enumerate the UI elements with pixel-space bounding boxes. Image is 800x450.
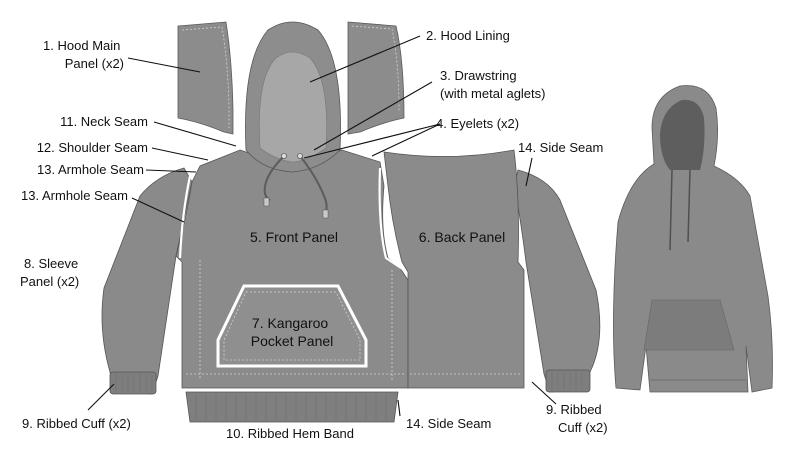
hood-main-panel-left bbox=[177, 21, 234, 135]
label-armhole-seam-2: 13. Armhole Seam bbox=[21, 188, 128, 203]
label-eyelets: 4. Eyelets (x2) bbox=[436, 116, 519, 131]
label-side-seam-bottom: 14. Side Seam bbox=[406, 416, 491, 431]
hood-main-panel-right bbox=[347, 21, 405, 135]
hood-lining bbox=[259, 51, 327, 163]
label-hood-main-panel: 1. Hood Main Panel (x2) bbox=[43, 38, 124, 71]
label-hood-lining: 2. Hood Lining bbox=[426, 28, 510, 43]
label-front-panel: 5. Front Panel bbox=[250, 229, 338, 245]
back-panel bbox=[383, 149, 525, 389]
label-armhole-seam-1: 13. Armhole Seam bbox=[37, 162, 144, 177]
ribbed-cuff-left bbox=[109, 371, 157, 395]
ribbed-hem-band bbox=[185, 391, 399, 423]
eyelet-left bbox=[281, 153, 287, 159]
label-neck-seam: 11. Neck Seam bbox=[60, 114, 148, 129]
label-back-panel: 6. Back Panel bbox=[419, 229, 505, 245]
label-sleeve-panel: 8. Sleeve Panel (x2) bbox=[20, 256, 82, 289]
label-shoulder-seam: 12. Shoulder Seam bbox=[37, 140, 148, 155]
drawstring bbox=[263, 155, 328, 213]
label-side-seam-top: 14. Side Seam bbox=[518, 140, 603, 155]
label-ribbed-hem-band: 10. Ribbed Hem Band bbox=[226, 426, 354, 441]
hoodie-photo bbox=[613, 85, 773, 393]
kangaroo-pocket-panel bbox=[216, 284, 368, 368]
ribbed-cuff-right bbox=[545, 369, 591, 393]
label-drawstring: 3. Drawstring (with metal aglets) bbox=[440, 68, 545, 101]
leader-lines bbox=[87, 35, 557, 417]
sleeve-panel-left bbox=[101, 167, 193, 395]
label-ribbed-cuff-right: 9. Ribbed Cuff (x2) bbox=[546, 402, 608, 435]
eyelet-right bbox=[297, 153, 303, 159]
label-kangaroo-pocket: 7. Kangaroo Pocket Panel bbox=[251, 315, 334, 349]
sleeve-panel-right bbox=[513, 169, 601, 393]
label-ribbed-cuff-left: 9. Ribbed Cuff (x2) bbox=[22, 416, 131, 431]
